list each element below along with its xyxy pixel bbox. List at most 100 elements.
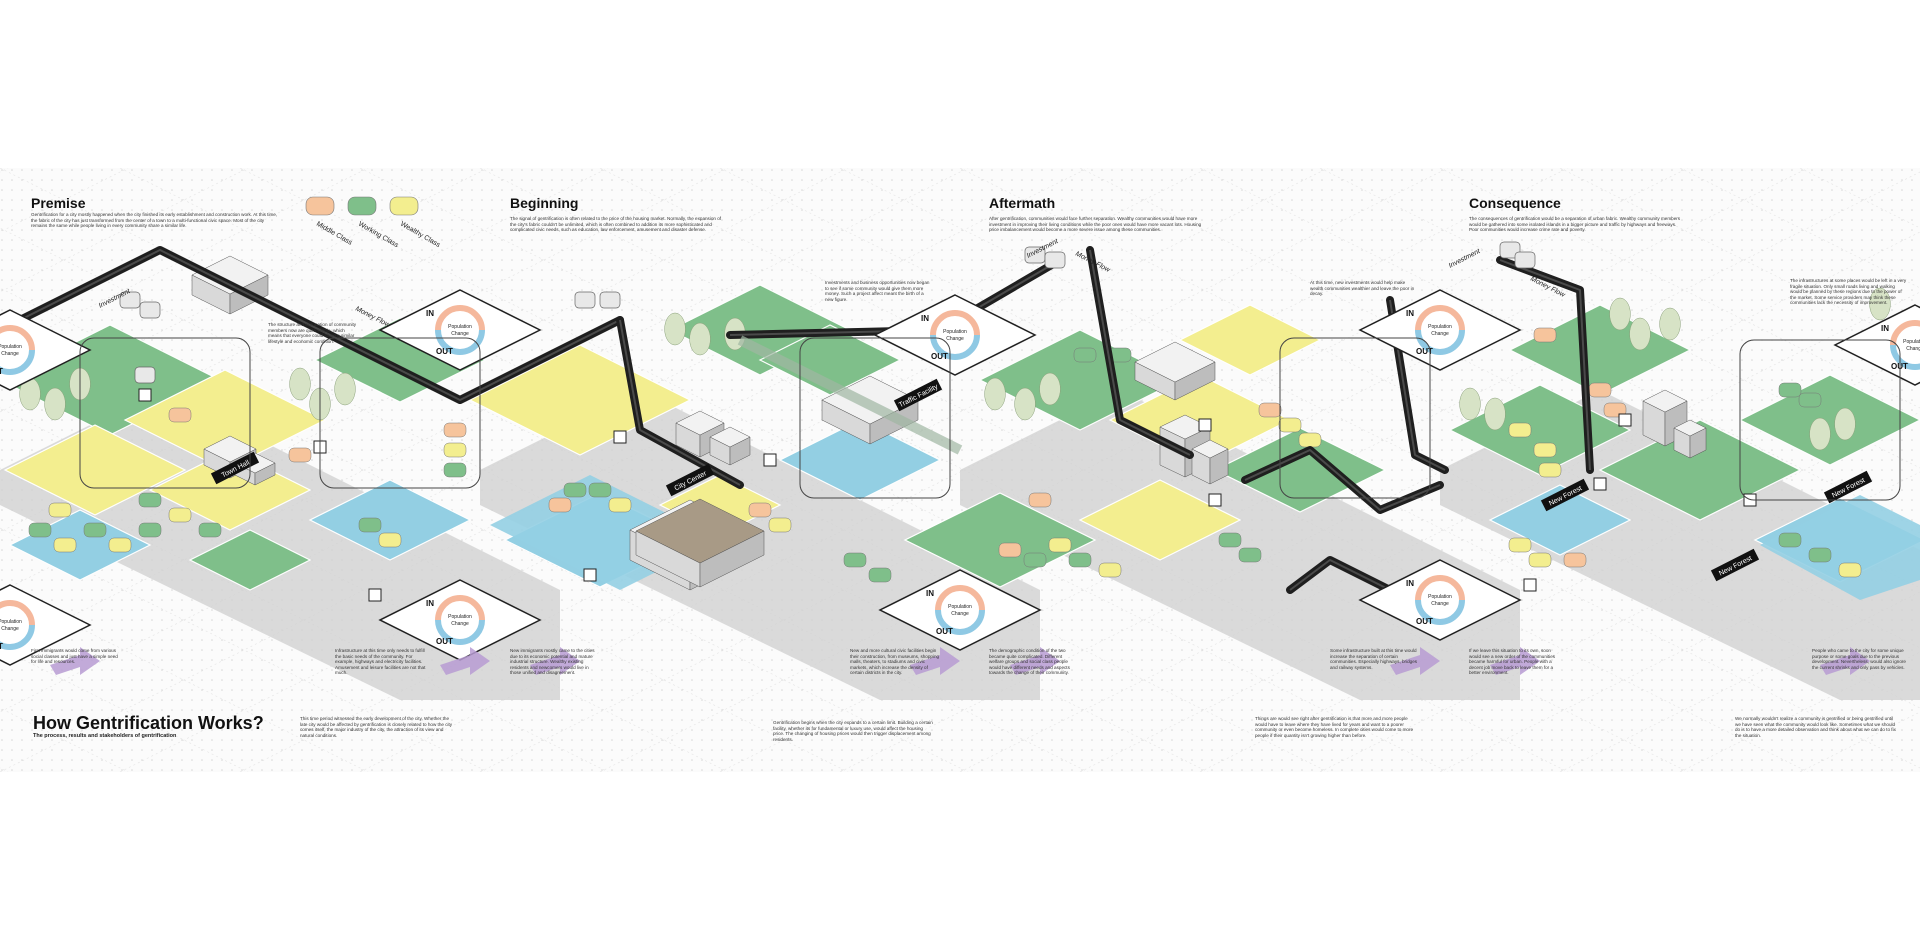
out-label: OUT (1416, 347, 1433, 356)
name-tag-background (893, 378, 943, 412)
investment-cube (139, 301, 161, 319)
housing-token (48, 502, 72, 518)
housing-token (1068, 552, 1092, 568)
poster-title: How Gentrification Works? (33, 713, 264, 733)
new-immigrants-note: New immigrants mostly came to the cities… (510, 648, 595, 676)
housing-token (1258, 402, 1282, 418)
housing-token (548, 497, 572, 513)
cultural-note: New and more cultural civic facilities b… (850, 648, 940, 676)
legend-swatch (347, 196, 377, 216)
guide-line (1679, 168, 1920, 289)
housing-token (443, 442, 467, 458)
housing-token (608, 497, 632, 513)
housing-token (443, 422, 467, 438)
consequence-bottom-note: We normally wouldn't realize a community… (1735, 716, 1896, 738)
population-label: Population (0, 344, 22, 350)
pictogram-icon (613, 430, 627, 444)
housing-token (563, 482, 587, 498)
legend-swatch (305, 196, 335, 216)
isometric-diagram: INOUTPopulationChangeINOUTPopulationChan… (0, 168, 1920, 772)
population-label: Change (946, 336, 964, 342)
poster-subtitle: The process, results and stakeholders of… (33, 733, 177, 739)
population-label: Change (1431, 601, 1449, 607)
guide-line (1439, 168, 1920, 409)
housing-token (1218, 532, 1242, 548)
population-hub (1833, 304, 1920, 386)
out-label: OUT (1416, 617, 1433, 626)
population-hub (878, 569, 1042, 651)
consequence-intro-text: The consequences of gentrification would… (1469, 216, 1681, 233)
housing-token (198, 522, 222, 538)
population-ring-out (935, 609, 985, 635)
building-11-roof (1673, 419, 1707, 437)
population-ring-out (930, 334, 980, 360)
population-ring-in (1890, 320, 1920, 346)
section-title-premise: Premise (31, 195, 86, 211)
guide-line (0, 168, 969, 653)
pictogram-icon (1593, 477, 1607, 491)
out-label: OUT (936, 627, 953, 636)
section-title-aftermath: Aftermath (989, 195, 1056, 211)
population-ring-out (0, 624, 35, 650)
tree-icon (289, 367, 311, 401)
housing-token (1563, 552, 1587, 568)
guide-line (0, 587, 369, 772)
population-label: Population (1428, 324, 1452, 330)
population-hub (1358, 559, 1522, 641)
structure-note: The structure and occupation of communit… (268, 322, 357, 344)
population-label: Population (948, 604, 972, 610)
infra-change-note: Some infrastructure built at this time w… (1330, 648, 1418, 670)
in-label: IN (426, 309, 434, 318)
tree-icon (1659, 307, 1681, 341)
out-label: OUT (0, 642, 3, 651)
money-flow-highlight (1089, 249, 1191, 456)
infrastructure-note: The infrastructures at some places would… (1790, 278, 1907, 306)
in-label: IN (426, 599, 434, 608)
population-label: Change (1, 626, 19, 632)
population-ring-in (1415, 305, 1465, 331)
population-label: Change (1431, 331, 1449, 337)
name-tag-background (1540, 478, 1590, 512)
building-9-roof (1134, 341, 1216, 383)
land-parcel (1213, 427, 1387, 513)
money-flow-highlight (1389, 299, 1446, 471)
population-label: Population (448, 324, 472, 330)
population-label: Population (1903, 339, 1920, 345)
purple-arrow (1820, 647, 1870, 675)
land-parcel (1178, 304, 1322, 376)
housing-token (288, 447, 312, 463)
tree-icon (1609, 297, 1631, 331)
population-label: Change (1906, 346, 1920, 352)
land-parcel (1488, 484, 1632, 556)
purple-arrow (50, 647, 100, 675)
demographic-note: The demographic condition of the two bec… (989, 648, 1070, 676)
population-hub (873, 294, 1037, 376)
purple-arrow (1390, 647, 1440, 675)
building-4-roof (709, 426, 751, 448)
land-parcel (468, 344, 692, 456)
out-label: OUT (436, 637, 453, 646)
land-parcel (1078, 479, 1242, 561)
housing-token (768, 517, 792, 533)
guide-line (0, 647, 249, 772)
building-10-roof (1642, 389, 1688, 413)
secondary-flow (737, 335, 963, 455)
investment-cube (1499, 241, 1521, 259)
money-flow-highlight (1289, 559, 1401, 596)
tree-icon (1459, 387, 1481, 421)
section-title-beginning: Beginning (510, 195, 579, 211)
community-frame (799, 337, 951, 499)
population-ring-in (0, 325, 35, 351)
housing-token (1073, 347, 1097, 363)
population-label: Change (451, 331, 469, 337)
population-ring-in (435, 305, 485, 331)
housing-token (1238, 547, 1262, 563)
tree-icon (1629, 317, 1651, 351)
housing-token (168, 407, 192, 423)
in-label: IN (1881, 324, 1889, 333)
pictogram-icon (1523, 578, 1537, 592)
land-parcel (188, 529, 312, 591)
population-ring-out (435, 619, 485, 645)
guide-line (1559, 168, 1920, 349)
housing-token (1023, 552, 1047, 568)
